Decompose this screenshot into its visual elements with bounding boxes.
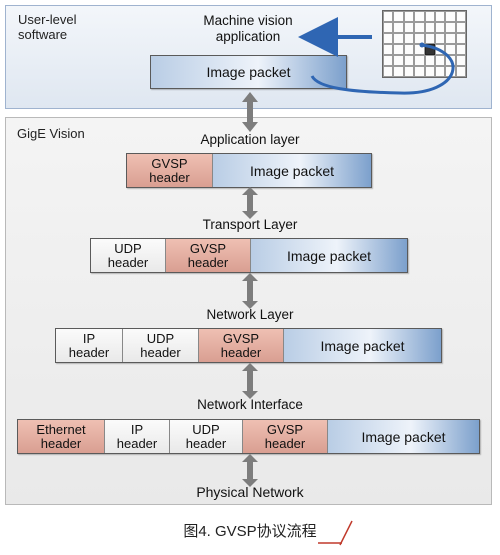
layer-title-transport: Transport Layer — [202, 217, 298, 232]
pixel-cell — [393, 22, 404, 33]
pixel-cell — [455, 55, 466, 66]
pixel-cell — [455, 33, 466, 44]
gvsp-header-cell: GVSP header — [166, 239, 251, 272]
pixel-cell — [414, 66, 425, 77]
network-interface-row: Ethernet header IP header UDP header GVS… — [17, 419, 480, 454]
pixel-cell — [424, 55, 435, 66]
layer-title-network: Network Layer — [206, 307, 294, 322]
pixel-grid-icon — [382, 10, 467, 78]
image-packet-cell: Image packet — [284, 329, 441, 362]
pixel-cell — [455, 66, 466, 77]
caption-underline-icon — [318, 520, 353, 546]
pixel-cell — [445, 55, 456, 66]
pixel-cell — [445, 33, 456, 44]
pixel-cell — [424, 11, 435, 22]
pixel-cell — [383, 33, 394, 44]
pixel-cell — [434, 22, 446, 33]
pixel-cell — [414, 11, 425, 22]
pixel-cell — [455, 11, 466, 22]
network-layer-row: IP header UDP header GVSP header Image p… — [55, 328, 442, 363]
pixel-cell — [414, 22, 425, 33]
transport-layer-row: UDP header GVSP header Image packet — [90, 238, 408, 273]
image-packet-cell: Image packet — [251, 239, 407, 272]
pixel-cell — [403, 11, 415, 22]
pixel-cell — [434, 11, 446, 22]
pixel-cell — [434, 66, 446, 77]
udp-header-cell: UDP header — [123, 329, 199, 362]
pixel-cell — [445, 22, 456, 33]
pixel-cell — [455, 44, 466, 55]
pixel-cell — [424, 66, 435, 77]
pixel-cell — [393, 66, 404, 77]
figure-caption: 图4. GVSP协议流程 — [183, 523, 317, 540]
pixel-cell — [434, 55, 446, 66]
layer-title-network-interface: Network Interface — [197, 397, 303, 412]
ip-header-cell: IP header — [105, 420, 170, 453]
gige-vision-title: GigE Vision — [17, 126, 85, 141]
ethernet-header-cell: Ethernet header — [18, 420, 105, 453]
pixel-cell — [445, 44, 456, 55]
image-packet-top: Image packet — [150, 55, 347, 89]
pixel-cell — [434, 33, 446, 44]
layer-title-application: Application layer — [200, 132, 300, 147]
pixel-cell — [393, 44, 404, 55]
pixel-cell — [383, 22, 394, 33]
application-layer-row: GVSP header Image packet — [126, 153, 372, 188]
user-level-title: User-level software — [18, 12, 77, 42]
pixel-cell — [414, 44, 425, 55]
pixel-cell — [424, 44, 435, 55]
pixel-cell — [383, 55, 394, 66]
pixel-cell — [414, 33, 425, 44]
layer-title-physical-network: Physical Network — [196, 484, 304, 500]
pixel-cell — [434, 44, 446, 55]
pixel-cell — [403, 66, 415, 77]
machine-vision-label: Machine vision application — [203, 13, 293, 44]
ip-header-cell: IP header — [56, 329, 123, 362]
pixel-cell — [445, 11, 456, 22]
pixel-cell — [383, 11, 394, 22]
pixel-cell — [445, 66, 456, 77]
pixel-cell — [383, 44, 394, 55]
pixel-cell — [383, 66, 394, 77]
image-packet-cell: Image packet — [328, 420, 479, 453]
pixel-cell — [403, 44, 415, 55]
pixel-cell — [403, 33, 415, 44]
gvsp-header-cell: GVSP header — [243, 420, 328, 453]
udp-header-cell: UDP header — [91, 239, 166, 272]
pixel-cell — [393, 33, 404, 44]
udp-header-cell: UDP header — [170, 420, 243, 453]
pixel-cell — [403, 55, 415, 66]
pixel-cell — [393, 55, 404, 66]
pixel-cell — [424, 22, 435, 33]
image-packet-cell: Image packet — [213, 154, 371, 187]
gvsp-header-cell: GVSP header — [127, 154, 213, 187]
pixel-cell — [393, 11, 404, 22]
pixel-cell — [424, 33, 435, 44]
pixel-cell — [455, 22, 466, 33]
pixel-cell — [414, 55, 425, 66]
pixel-cell — [403, 22, 415, 33]
gvsp-header-cell: GVSP header — [199, 329, 284, 362]
